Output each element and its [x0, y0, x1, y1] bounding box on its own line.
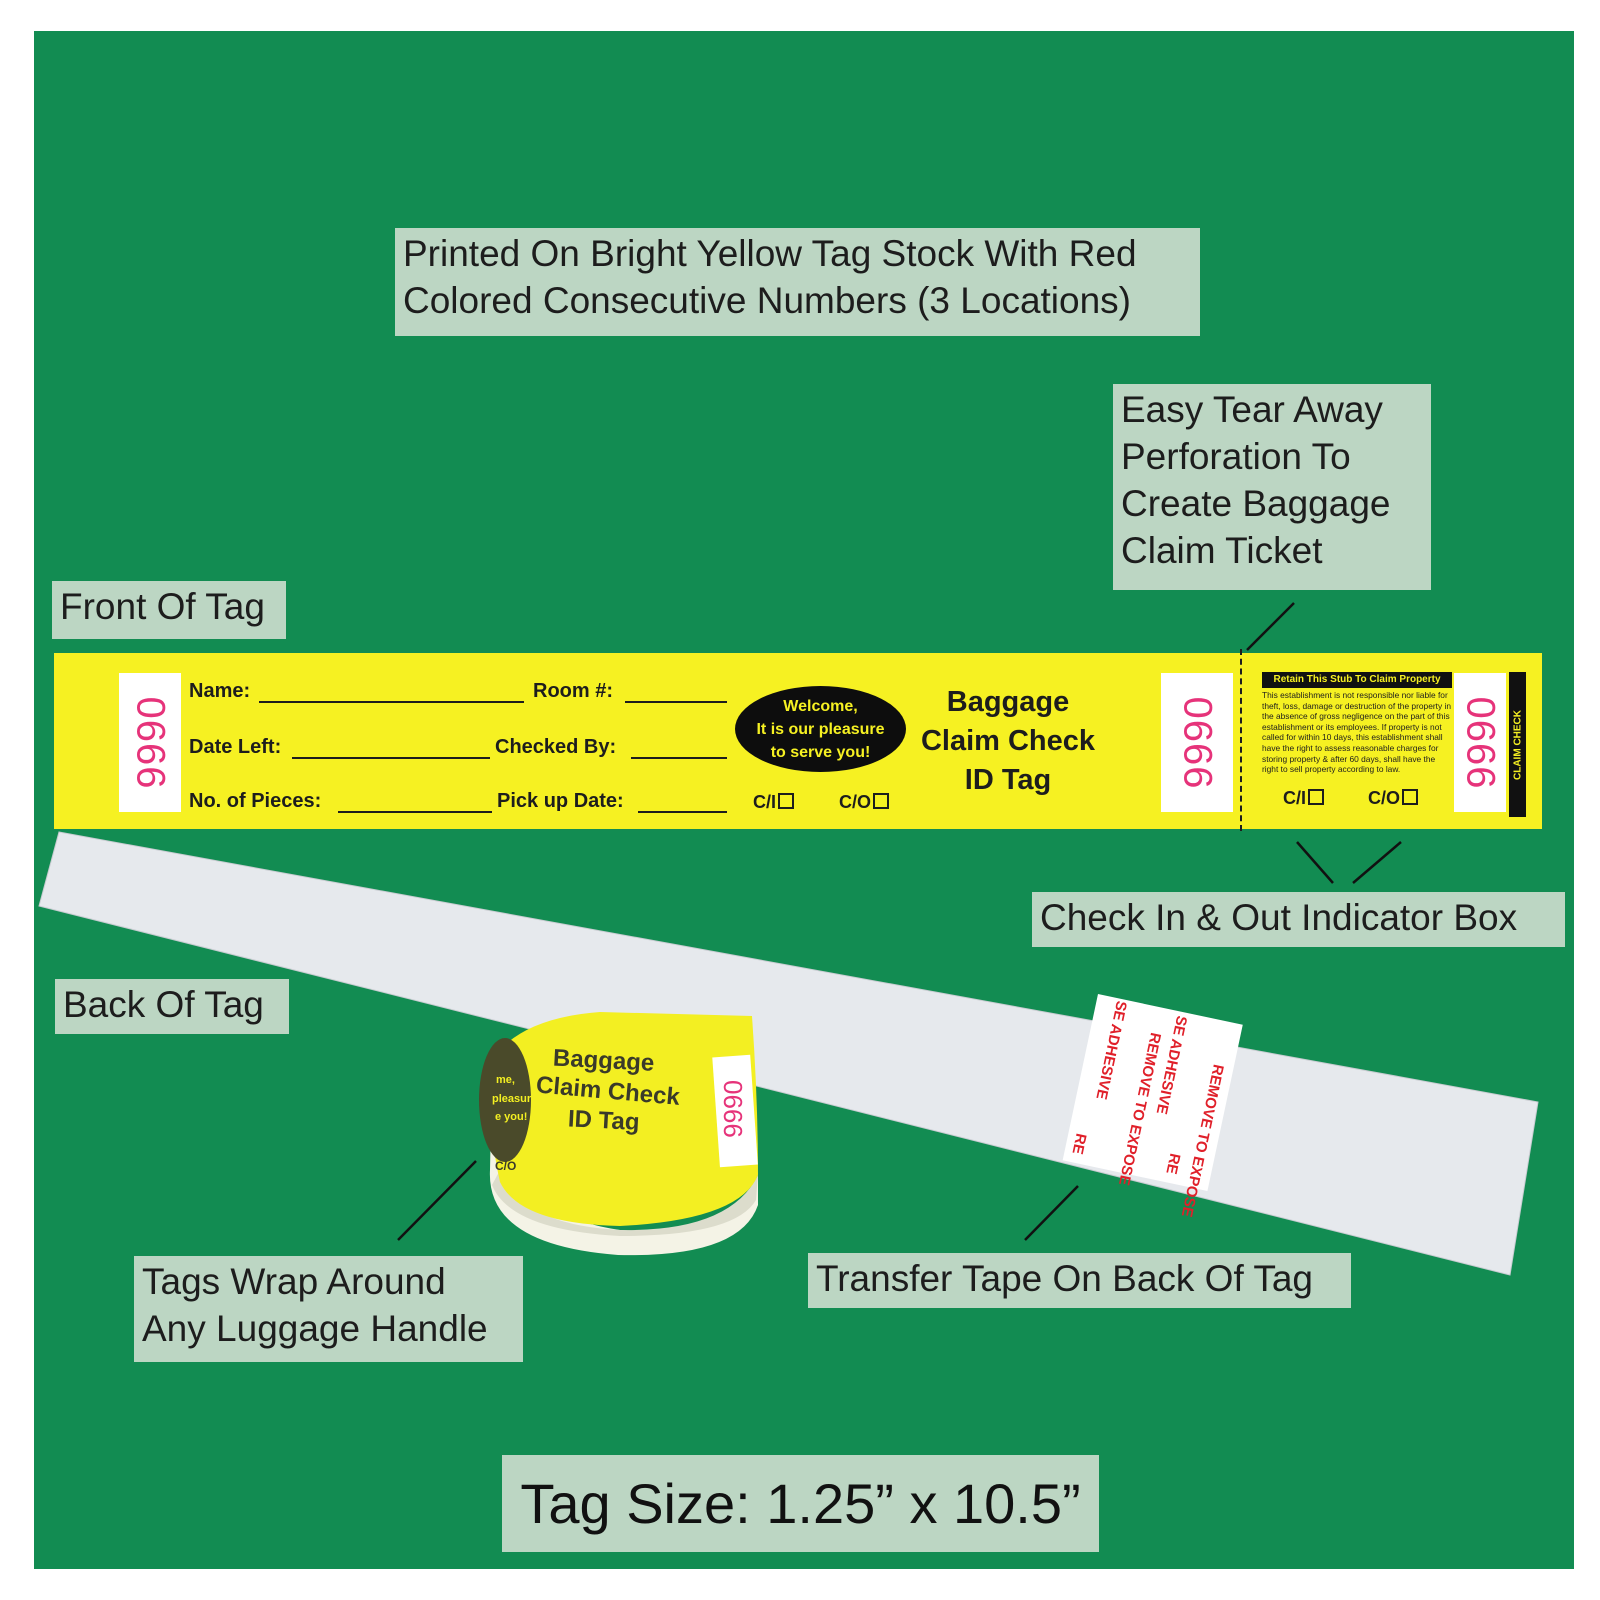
callout-easy-tear-line-3: Create Baggage	[1121, 483, 1391, 524]
check-in-checkbox	[778, 793, 795, 809]
transfer-tape: REMOVE TO EXPOSE SE ADHESIVE REMOVE TO E…	[1062, 994, 1243, 1219]
checked-by-line	[631, 757, 727, 759]
stub-check-in-checkbox	[1308, 789, 1325, 805]
welcome-line-3: to serve you!	[770, 743, 871, 761]
pickup-line	[638, 811, 727, 813]
check-in-box: C/I	[753, 792, 795, 813]
claim-check-text: CLAIM CHECK	[1512, 709, 1523, 780]
callout-wrap-around-line-1: Tags Wrap Around	[142, 1261, 446, 1302]
check-out-label: C/O	[839, 792, 872, 812]
stub-terms: This establishment is not responsible no…	[1262, 690, 1452, 775]
check-out-box: C/O	[839, 792, 890, 813]
callout-easy-tear-line-1: Easy Tear Away	[1121, 389, 1383, 430]
wrapped-title-1: Baggage	[552, 1045, 655, 1077]
stub-check-out-label: C/O	[1368, 788, 1401, 808]
pieces-line	[338, 811, 492, 813]
wrapped-number: 0666	[718, 1080, 748, 1138]
callout-printed-on: Printed On Bright Yellow Tag Stock With …	[395, 228, 1200, 336]
callout-printed-on-line-2: Colored Consecutive Numbers (3 Locations…	[403, 280, 1132, 321]
stub-heading: Retain This Stub To Claim Property	[1262, 672, 1452, 688]
perforation-line	[1240, 649, 1242, 831]
check-in-label: C/I	[753, 792, 777, 812]
name-label: Name:	[189, 680, 251, 702]
callout-wrap-around-line-2: Any Luggage Handle	[142, 1308, 488, 1349]
pieces-label: No. of Pieces:	[189, 790, 322, 812]
wrapped-tag: 0666 Baggage Claim Check ID Tag me, plea…	[479, 1012, 758, 1256]
number-box-stub: 0666	[1454, 673, 1506, 812]
stub-check-in-label: C/I	[1283, 788, 1307, 808]
tag-number-left: 0666	[128, 696, 173, 789]
wrapped-co: C/O	[495, 1159, 516, 1173]
front-of-tag: 0666 Name: Room #: Date Left: Checked By…	[54, 649, 1542, 831]
callout-wrap-around: Tags Wrap Around Any Luggage Handle	[134, 1256, 523, 1362]
welcome-oval: Welcome, It is our pleasure to serve you…	[735, 686, 906, 772]
wrapped-number-box	[712, 1054, 758, 1168]
callout-easy-tear-line-2: Perforation To	[1121, 436, 1351, 477]
tag-number-middle: 0666	[1175, 696, 1220, 789]
callout-easy-tear-line-4: Claim Ticket	[1121, 530, 1323, 571]
checked-by-label: Checked By:	[495, 736, 617, 758]
check-out-checkbox	[873, 793, 890, 809]
date-left-label: Date Left:	[189, 736, 282, 758]
stub-check-out-box: C/O	[1368, 788, 1419, 809]
callout-back-of-tag: Back Of Tag	[55, 979, 289, 1034]
wrapped-welcome-2: pleasure	[492, 1093, 537, 1105]
claim-check-bar: CLAIM CHECK	[1509, 672, 1526, 817]
room-label: Room #:	[533, 680, 613, 702]
tag-size-label: Tag Size: 1.25” x 10.5”	[502, 1455, 1099, 1552]
wrapped-welcome-oval	[479, 1038, 531, 1162]
wrapped-tag-face	[490, 1012, 758, 1226]
tag-title-line-1: Baggage	[946, 686, 1070, 718]
wrapped-welcome-3: e you!	[495, 1111, 527, 1123]
welcome-line-1: Welcome,	[783, 697, 858, 715]
stub-check-out-checkbox	[1402, 789, 1419, 805]
number-box-middle: 0666	[1161, 673, 1233, 812]
callout-easy-tear: Easy Tear Away Perforation To Create Bag…	[1113, 384, 1431, 590]
callout-printed-on-line-1: Printed On Bright Yellow Tag Stock With …	[403, 233, 1137, 274]
callout-check-in-out: Check In & Out Indicator Box	[1032, 892, 1565, 947]
callout-front-of-tag: Front Of Tag	[52, 581, 286, 639]
tape-text-re-2: RE	[1068, 1132, 1089, 1156]
name-line	[259, 701, 524, 703]
date-left-line	[292, 757, 490, 759]
callout-transfer-tape: Transfer Tape On Back Of Tag	[808, 1253, 1351, 1308]
tag-title: Baggage Claim Check ID Tag	[909, 683, 1107, 800]
room-line	[625, 701, 727, 703]
wrapped-title-3: ID Tag	[567, 1105, 640, 1136]
tag-number-stub: 0666	[1458, 696, 1503, 789]
wrapped-welcome-1: me,	[496, 1074, 515, 1086]
tag-title-line-2: Claim Check	[920, 725, 1096, 757]
tape-text-re-1: RE	[1162, 1152, 1183, 1176]
tag-title-line-3: ID Tag	[964, 764, 1052, 796]
pickup-label: Pick up Date:	[497, 790, 624, 812]
number-box-left: 0666	[119, 673, 181, 812]
welcome-line-2: It is our pleasure	[756, 720, 885, 738]
stub-check-in-box: C/I	[1283, 788, 1325, 809]
